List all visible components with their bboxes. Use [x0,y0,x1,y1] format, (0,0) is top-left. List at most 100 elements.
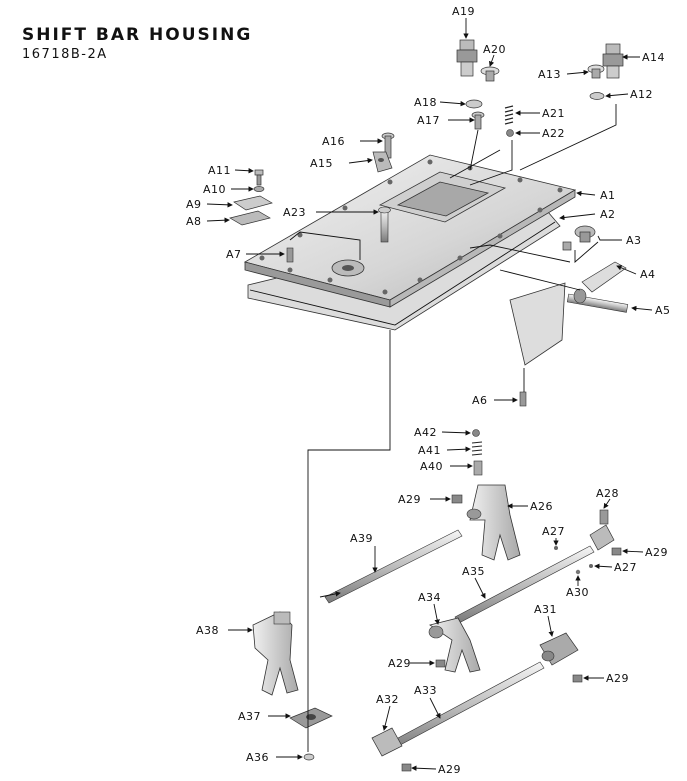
housing-plate-side [389,189,576,308]
label-a29-4: A29 [606,672,629,685]
label-a16: A16 [322,135,345,148]
label-a1: A1 [600,189,616,202]
screw-a29-2 [611,547,622,556]
label-a37: A37 [238,710,261,723]
pin-a23 [380,209,389,243]
shift-block-a31 [539,632,579,666]
plug-a20 [480,66,500,82]
shield-a4 [581,261,627,293]
ball-a27-2 [589,564,593,568]
spring-a21 [504,105,514,125]
part-labels: A19 A20 A18 A17 A21 A22 A14 A13 A12 A16 … [186,5,671,776]
shift-fork-a26 [466,484,521,561]
label-a6: A6 [472,394,488,407]
screw-a29-5 [401,763,412,772]
pin-a23-head [378,206,391,214]
label-a33: A33 [414,684,437,697]
label-a4: A4 [640,268,656,281]
label-a19: A19 [452,5,475,18]
label-a13: A13 [538,68,561,81]
label-a12: A12 [630,88,653,101]
label-a10: A10 [203,183,226,196]
part-number: 16718B-2A [22,47,108,62]
screw-a29-4 [572,674,583,683]
ball-a22 [506,129,514,137]
shift-fork-a38 [252,611,299,696]
ball-a27-1 [554,546,558,550]
label-a22: A22 [542,127,565,140]
shift-lever-rod-a5 [566,288,629,313]
screw-a29-1 [451,494,463,504]
label-a30: A30 [566,586,589,599]
cover-gasket-a8 [229,210,271,226]
guard-a6 [509,282,566,366]
label-a41: A41 [418,444,441,457]
label-a32: A32 [376,693,399,706]
shift-block-a37 [289,707,333,729]
shift-rail-a33 [384,661,545,752]
label-a23: A23 [283,206,306,219]
label-a21: A21 [542,107,565,120]
label-a18: A18 [414,96,437,109]
label-a29-2: A29 [645,546,668,559]
washer-a36 [303,753,315,761]
housing-bolt-holes [259,159,563,295]
label-a20: A20 [483,43,506,56]
label-a3: A3 [626,234,642,247]
shift-block-a28 [589,509,615,551]
label-a5: A5 [655,304,671,317]
label-a27-2: A27 [614,561,637,574]
housing-boss-hole [342,265,354,271]
washer-a12 [589,92,605,100]
label-a7: A7 [226,248,242,261]
label-a39: A39 [350,532,373,545]
shift-block-a32 [371,727,403,757]
leader-lines [206,18,653,771]
label-a14: A14 [642,51,665,64]
label-a40: A40 [420,460,443,473]
label-a2: A2 [600,208,616,221]
washer-a18 [465,99,483,109]
bolt-a16 [381,132,395,159]
label-a38: A38 [196,624,219,637]
label-a17: A17 [417,114,440,127]
plunger-a40 [473,460,483,476]
switch-a14 [602,43,624,79]
label-a29-3: A29 [388,657,411,670]
bolt-a11 [254,169,264,186]
breather-a3 [562,225,596,251]
label-a27-1: A27 [542,525,565,538]
neutral-switch-a19 [456,39,478,77]
dowel-pin-a7 [286,247,294,263]
label-a15: A15 [310,157,333,170]
screw-a29-3 [435,659,446,668]
guard-screw-a6 [519,391,527,407]
label-a11: A11 [208,164,231,177]
ball-a42 [472,429,480,437]
diagram-title: SHIFT BAR HOUSING [22,25,252,45]
housing-window-inner [396,181,490,217]
label-a36: A36 [246,751,269,764]
label-a42: A42 [414,426,437,439]
label-a35: A35 [462,565,485,578]
shift-rail-a39 [324,529,463,604]
shift-rail-a35 [454,545,595,624]
label-a9: A9 [186,198,202,211]
plug-a13 [587,64,605,79]
gasket-outline [249,221,556,326]
label-a26: A26 [530,500,553,513]
label-a31: A31 [534,603,557,616]
label-a34: A34 [418,591,441,604]
shift-fork-a34 [428,617,481,673]
label-a8: A8 [186,215,202,228]
lockwasher-a10 [253,186,265,192]
bracket-a15 [372,151,393,173]
spring-a41 [471,441,483,456]
label-a29-1: A29 [398,493,421,506]
bolt-a17 [471,111,485,130]
cover-plate-a9 [233,195,273,211]
label-a28: A28 [596,487,619,500]
label-a29-5: A29 [438,763,461,776]
pin-a30 [575,569,581,575]
